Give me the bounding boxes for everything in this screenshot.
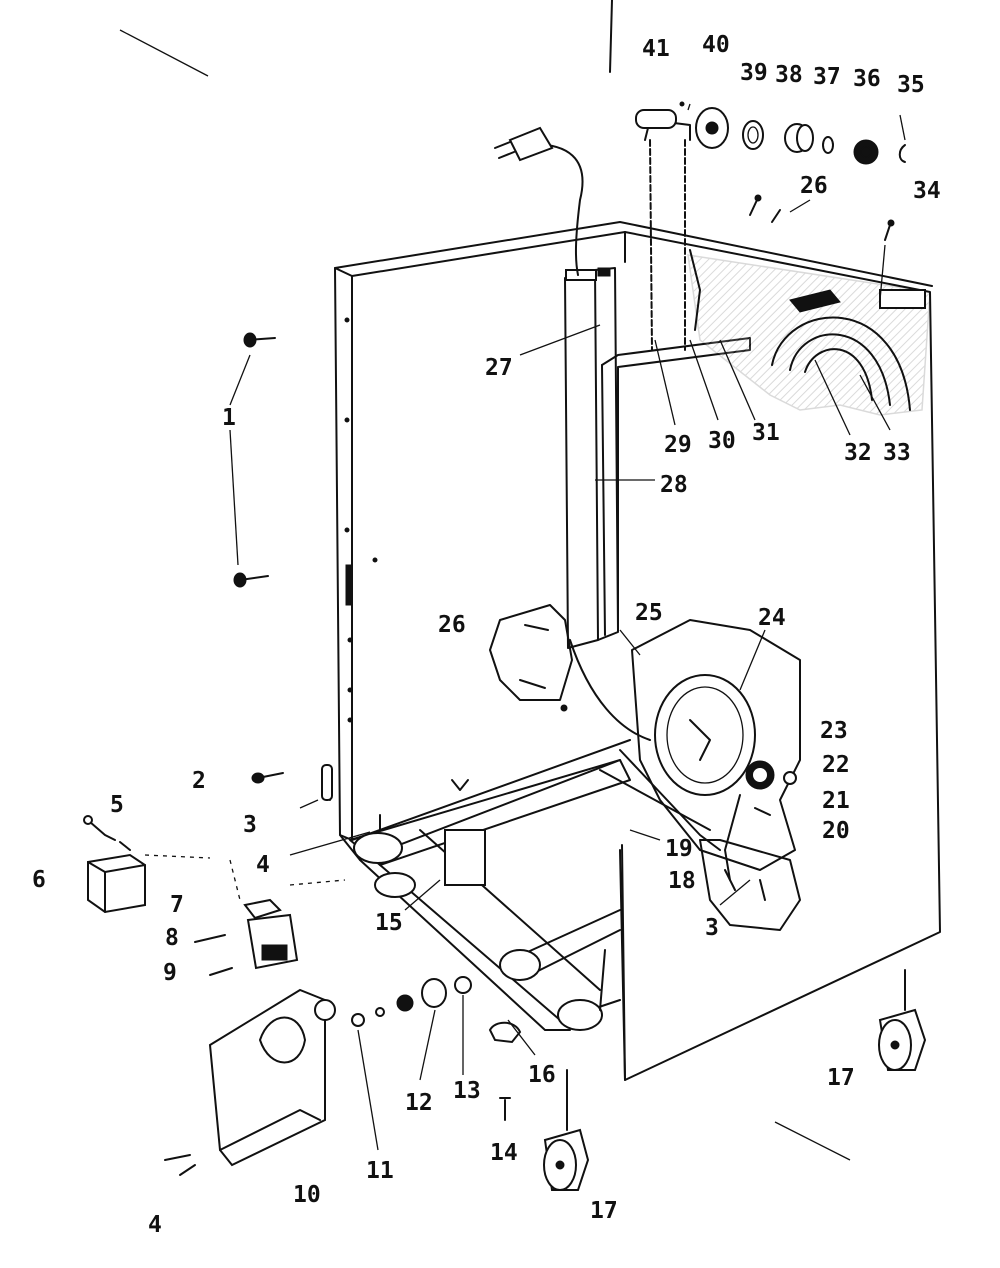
vertical-duct bbox=[564, 267, 619, 649]
callout-30: 30 bbox=[708, 428, 736, 454]
callout-10: 10 bbox=[293, 1182, 321, 1208]
side-panel-holes bbox=[344, 317, 378, 723]
part-35 bbox=[898, 144, 906, 163]
caster-front bbox=[543, 1069, 590, 1191]
parts-14-16 bbox=[488, 1019, 536, 1121]
callout-17-bottom: 17 bbox=[590, 1198, 618, 1224]
callout-7: 7 bbox=[170, 892, 184, 918]
callout-26-mid: 26 bbox=[438, 612, 466, 638]
part-36 bbox=[853, 139, 879, 165]
power-cord bbox=[494, 126, 584, 276]
cabinet bbox=[334, 221, 941, 1081]
callout-21: 21 bbox=[822, 788, 850, 814]
callout-11: 11 bbox=[366, 1158, 394, 1184]
callout-1: 1 bbox=[222, 405, 236, 431]
dashed-leaders bbox=[144, 854, 346, 901]
heater-coils bbox=[635, 109, 691, 351]
scan-artifacts bbox=[119, 0, 851, 1161]
callout-37: 37 bbox=[813, 64, 841, 90]
casters bbox=[543, 969, 927, 1191]
callout-3-right: 3 bbox=[705, 915, 719, 941]
callout-40: 40 bbox=[702, 32, 730, 58]
callout-34: 34 bbox=[913, 178, 941, 204]
cabinet-side-panel bbox=[334, 267, 353, 841]
callout-33: 33 bbox=[883, 440, 911, 466]
callout-22: 22 bbox=[822, 752, 850, 778]
callout-15: 15 bbox=[375, 910, 403, 936]
part-1-screws bbox=[229, 332, 276, 588]
callout-4-lower: 4 bbox=[148, 1212, 162, 1238]
callout-24: 24 bbox=[758, 605, 786, 631]
callout-35: 35 bbox=[897, 72, 925, 98]
callout-9: 9 bbox=[163, 960, 177, 986]
callout-8: 8 bbox=[165, 925, 179, 951]
callout-18: 18 bbox=[668, 868, 696, 894]
parts-5-6 bbox=[83, 815, 146, 914]
base-frame bbox=[349, 759, 631, 1081]
blower-cutaway bbox=[631, 619, 801, 881]
left-cutaway bbox=[489, 604, 651, 741]
callout-26-top: 26 bbox=[800, 173, 828, 199]
callout-14: 14 bbox=[490, 1140, 518, 1166]
callout-19: 19 bbox=[665, 836, 693, 862]
callout-6: 6 bbox=[32, 867, 46, 893]
callout-41: 41 bbox=[642, 36, 670, 62]
callout-39: 39 bbox=[740, 60, 768, 86]
callout-16: 16 bbox=[528, 1062, 556, 1088]
callout-32: 32 bbox=[844, 440, 872, 466]
callout-13: 13 bbox=[453, 1078, 481, 1104]
callout-17-right: 17 bbox=[827, 1065, 855, 1091]
caster-rear bbox=[878, 969, 927, 1071]
callout-28: 28 bbox=[660, 472, 688, 498]
callout-27: 27 bbox=[485, 355, 513, 381]
callout-5: 5 bbox=[110, 792, 124, 818]
part-10-bracket bbox=[164, 988, 336, 1176]
callout-3-left: 3 bbox=[243, 812, 257, 838]
control-knob-parts bbox=[679, 101, 906, 165]
callout-29: 29 bbox=[664, 432, 692, 458]
callout-labels: 41 40 39 38 37 36 35 26 34 27 29 30 31 3… bbox=[32, 32, 941, 1238]
callout-2: 2 bbox=[192, 768, 206, 794]
callout-25: 25 bbox=[635, 600, 663, 626]
parts-7-8-9 bbox=[194, 898, 299, 976]
parts-2-3 bbox=[251, 764, 333, 809]
callout-4-upper: 4 bbox=[256, 852, 270, 878]
leader-lines bbox=[404, 114, 906, 911]
callout-31: 31 bbox=[752, 420, 780, 446]
part-39 bbox=[742, 120, 764, 150]
callout-23: 23 bbox=[820, 718, 848, 744]
callout-38: 38 bbox=[775, 62, 803, 88]
top-screws bbox=[749, 194, 895, 241]
callout-12: 12 bbox=[405, 1090, 433, 1116]
lower-right-cutaway bbox=[699, 839, 801, 931]
part-37 bbox=[822, 136, 834, 154]
part-6-motor-block bbox=[87, 853, 146, 914]
callout-20: 20 bbox=[822, 818, 850, 844]
parts-11-12-13 bbox=[351, 976, 472, 1151]
upper-right-cutaway bbox=[687, 249, 931, 416]
drum-bearing-arc bbox=[771, 316, 911, 411]
callout-36: 36 bbox=[853, 66, 881, 92]
